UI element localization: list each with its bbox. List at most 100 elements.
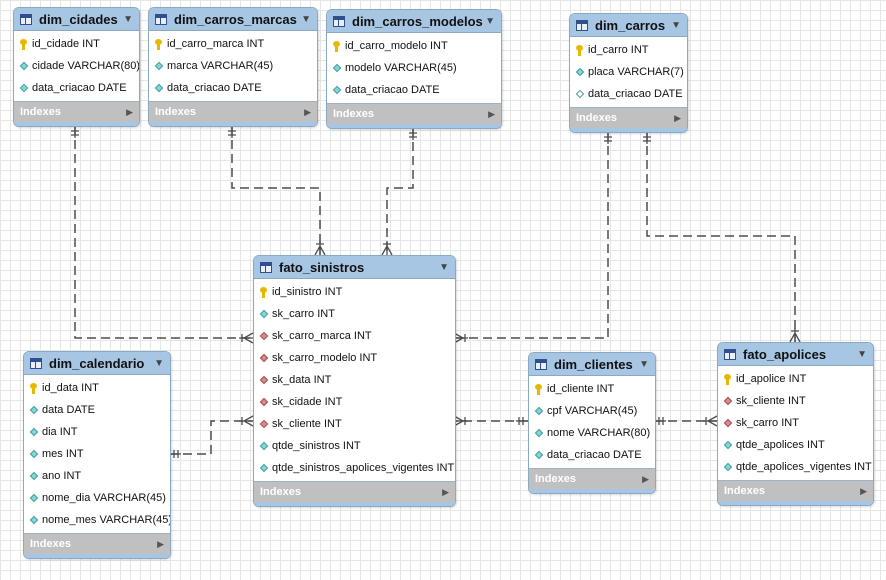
primary-key-icon (332, 40, 341, 52)
entity-title: dim_carros_marcas (174, 11, 297, 27)
column-row[interactable]: dia INT (24, 421, 170, 443)
column-row[interactable]: id_carro INT (570, 39, 687, 61)
column-row[interactable]: sk_data INT (254, 369, 455, 391)
column-row[interactable]: data DATE (24, 399, 170, 421)
column-row[interactable]: sk_carro_modelo INT (254, 347, 455, 369)
expand-arrow-icon[interactable]: ▶ (126, 106, 133, 117)
column-label: id_cidade INT (32, 38, 100, 50)
column-row[interactable]: id_cidade INT (14, 33, 139, 55)
collapse-arrow-icon[interactable]: ▼ (301, 13, 311, 25)
column-label: sk_carro_marca INT (272, 330, 372, 342)
column-row[interactable]: sk_carro INT (718, 412, 873, 434)
column-row[interactable]: qtde_apolices INT (718, 434, 873, 456)
column-row[interactable]: cidade VARCHAR(80) (14, 55, 139, 77)
table-icon (724, 348, 736, 360)
foreign-key-diamond-icon (259, 396, 268, 408)
column-row[interactable]: ano INT (24, 465, 170, 487)
column-label: id_data INT (42, 382, 99, 394)
indexes-label: Indexes (260, 486, 301, 498)
expand-arrow-icon[interactable]: ▶ (488, 108, 495, 119)
entity-header[interactable]: dim_carros_marcas ▼ (149, 8, 317, 31)
entity-header[interactable]: dim_clientes ▼ (529, 353, 655, 376)
many-cardinality-marker (239, 332, 254, 344)
column-row[interactable]: marca VARCHAR(45) (149, 55, 317, 77)
expand-arrow-icon[interactable]: ▶ (157, 538, 164, 549)
collapse-arrow-icon[interactable]: ▼ (671, 19, 681, 31)
column-row[interactable]: id_carro_marca INT (149, 33, 317, 55)
collapse-arrow-icon[interactable]: ▼ (154, 357, 164, 369)
column-row[interactable]: nome VARCHAR(80) (529, 422, 655, 444)
column-diamond-icon (29, 448, 38, 460)
entity-footer (327, 124, 501, 128)
entity-fato-apolices[interactable]: fato_apolices ▼ id_apolice INT sk_cliente… (717, 342, 874, 506)
column-label: cidade VARCHAR(80) (32, 60, 140, 72)
expand-arrow-icon[interactable]: ▶ (642, 473, 649, 484)
column-row[interactable]: data_criacao DATE (570, 83, 687, 105)
relationship-marcas-sinistros (231, 126, 321, 255)
column-row[interactable]: data_criacao DATE (149, 77, 317, 99)
column-diamond-icon (154, 60, 163, 72)
table-icon (535, 358, 547, 370)
indexes-section[interactable]: Indexes ▶ (24, 533, 170, 554)
column-row[interactable]: nome_mes VARCHAR(45) (24, 509, 170, 531)
entity-header[interactable]: fato_sinistros ▼ (254, 256, 455, 279)
column-label: id_apolice INT (736, 373, 807, 385)
collapse-arrow-icon[interactable]: ▼ (485, 15, 495, 27)
indexes-section[interactable]: Indexes ▶ (14, 101, 139, 122)
column-row[interactable]: id_cliente INT (529, 378, 655, 400)
column-row[interactable]: sk_carro INT (254, 303, 455, 325)
indexes-section[interactable]: Indexes ▶ (570, 107, 687, 128)
column-row[interactable]: qtde_sinistros INT (254, 435, 455, 457)
column-row[interactable]: sk_carro_marca INT (254, 325, 455, 347)
column-row[interactable]: data_criacao DATE (529, 444, 655, 466)
indexes-section[interactable]: Indexes ▶ (254, 481, 455, 502)
entity-dim-cidades[interactable]: dim_cidades ▼ id_cidade INT cidade VARCHA… (13, 7, 140, 127)
column-row[interactable]: id_apolice INT (718, 368, 873, 390)
column-row[interactable]: id_data INT (24, 377, 170, 399)
expand-arrow-icon[interactable]: ▶ (304, 106, 311, 117)
collapse-arrow-icon[interactable]: ▼ (857, 348, 867, 360)
indexes-label: Indexes (333, 108, 374, 120)
column-row[interactable]: data_criacao DATE (14, 77, 139, 99)
collapse-arrow-icon[interactable]: ▼ (639, 358, 649, 370)
expand-arrow-icon[interactable]: ▶ (860, 485, 867, 496)
entity-header[interactable]: dim_carros ▼ (570, 14, 687, 37)
column-row[interactable]: id_carro_modelo INT (327, 35, 501, 57)
entity-header[interactable]: dim_cidades ▼ (14, 8, 139, 31)
foreign-key-diamond-icon (259, 418, 268, 430)
indexes-section[interactable]: Indexes ▶ (149, 101, 317, 122)
column-row[interactable]: cpf VARCHAR(45) (529, 400, 655, 422)
entity-footer (718, 501, 873, 505)
column-row[interactable]: id_sinistro INT (254, 281, 455, 303)
indexes-section[interactable]: Indexes ▶ (327, 103, 501, 124)
entity-footer (149, 122, 317, 126)
column-row[interactable]: nome_dia VARCHAR(45) (24, 487, 170, 509)
indexes-section[interactable]: Indexes ▶ (718, 480, 873, 501)
many-cardinality-marker (314, 241, 326, 256)
column-row[interactable]: placa VARCHAR(7) (570, 61, 687, 83)
column-row[interactable]: data_criacao DATE (327, 79, 501, 101)
collapse-arrow-icon[interactable]: ▼ (439, 261, 449, 273)
indexes-section[interactable]: Indexes ▶ (529, 468, 655, 489)
nullable-column-diamond-icon (575, 88, 584, 100)
entity-title: dim_cidades (39, 11, 118, 27)
expand-arrow-icon[interactable]: ▶ (674, 112, 681, 123)
entity-header[interactable]: fato_apolices ▼ (718, 343, 873, 366)
expand-arrow-icon[interactable]: ▶ (442, 486, 449, 497)
column-row[interactable]: qtde_apolices_vigentes INT (718, 456, 873, 478)
column-row[interactable]: sk_cliente INT (254, 413, 455, 435)
column-row[interactable]: sk_cidade INT (254, 391, 455, 413)
column-row[interactable]: modelo VARCHAR(45) (327, 57, 501, 79)
column-row[interactable]: mes INT (24, 443, 170, 465)
entity-dim-carros-modelos[interactable]: dim_carros_modelos ▼ id_carro_modelo INT… (326, 9, 502, 129)
collapse-arrow-icon[interactable]: ▼ (123, 13, 133, 25)
column-row[interactable]: qtde_sinistros_apolices_vigentes INT (254, 457, 455, 479)
entity-header[interactable]: dim_calendario ▼ (24, 352, 170, 375)
column-row[interactable]: sk_cliente INT (718, 390, 873, 412)
entity-header[interactable]: dim_carros_modelos ▼ (327, 10, 501, 33)
